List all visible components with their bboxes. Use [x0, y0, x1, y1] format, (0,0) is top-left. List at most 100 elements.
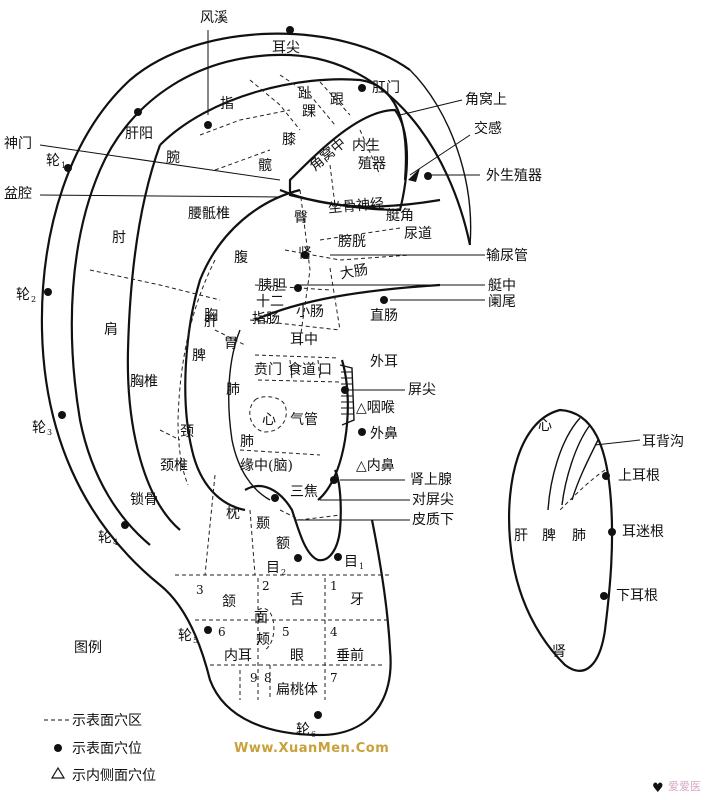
helix-outline: [40, 32, 411, 737]
label-pangguang: 膀胱: [338, 233, 366, 250]
label-lun6: 轮: [296, 722, 310, 738]
zone-lines: [89, 74, 411, 700]
label-num7: 7: [330, 671, 338, 685]
jiaogan-arrow-icon: [408, 168, 420, 182]
label-e: 额: [276, 536, 290, 552]
back-ear-leader: [594, 439, 641, 446]
antitragus: [244, 469, 342, 562]
label-xin: 心: [262, 412, 276, 428]
label-nie: 颞: [256, 516, 270, 532]
brand-logo: ♥ 爱爱医: [652, 780, 701, 796]
label-dachang: 大肠: [339, 262, 369, 283]
label-erzhong: 耳中: [290, 332, 318, 348]
label-jiaowozhong: 角窝中: [306, 134, 349, 174]
label-waibi: 外鼻: [370, 425, 398, 442]
back-label-xin: 心: [538, 418, 552, 434]
label-mu1-sub: 1: [359, 562, 364, 571]
triangular-fossa: [288, 108, 409, 212]
front-labels: 风溪 耳尖 肛门 角窝上 交感 外生殖器 神门 盆腔 肝阳 轮 1 轮 2 轮 …: [4, 10, 542, 739]
label-lun1: 轮: [46, 153, 60, 169]
inferior-crus: [279, 188, 441, 208]
dot-xiaergen: [600, 592, 608, 600]
label-zhichang: 直肠: [370, 307, 398, 324]
label-neishengzhiqi-1: 内生: [352, 138, 380, 154]
back-ear-groove-2: [561, 424, 591, 506]
label-kuan: 髋: [258, 157, 272, 174]
label-shierzhichang-1: 十二: [256, 294, 284, 310]
label-neier: 内耳: [224, 648, 252, 664]
label-mu2-sub: 2: [281, 568, 286, 577]
label-zhi-finger: 指: [220, 96, 234, 112]
label-wei: 胃: [224, 336, 238, 352]
legend: 示表面穴区 示表面穴位 示内侧面穴位: [44, 713, 156, 784]
label-chuiqian: 垂前: [336, 647, 364, 664]
label-gangmen: 肛门: [372, 80, 400, 96]
label-sanjiao: 三焦: [290, 484, 318, 500]
legend-inner-text: 示内侧面穴位: [72, 768, 156, 784]
back-ear-view: 耳背沟 心 上耳根 耳迷根 肝 脾 肺 下耳根 肾: [508, 408, 684, 672]
label-num2: 2: [262, 579, 270, 593]
watermark: Www.XuanMen.Com: [234, 741, 389, 756]
label-lun4-sub: 4: [113, 538, 118, 547]
label-shuniaoguan: 输尿管: [486, 248, 528, 264]
label-zhou: 肘: [112, 230, 126, 246]
back-label-fei: 肺: [572, 528, 586, 544]
label-fengxi: 风溪: [200, 10, 228, 26]
tragus-edge: [339, 364, 355, 426]
back-ear-outline: [508, 408, 614, 672]
label-gen: 跟: [330, 92, 344, 108]
leader-lines: [39, 30, 485, 521]
label-niaodao: 尿道: [404, 226, 432, 242]
label-fei1: 肺: [226, 382, 240, 398]
label-she: 舌: [290, 592, 304, 608]
label-jiaowoshang: 角窝上: [465, 91, 507, 108]
label-shenshangxian: 肾上腺: [410, 472, 452, 488]
label-zhen: 枕: [226, 506, 240, 522]
label-neibi: △内鼻: [356, 457, 395, 474]
dot-shangergen: [602, 472, 610, 480]
back-label-shangergen: 上耳根: [618, 468, 660, 484]
label-jingzhui: 颈椎: [160, 458, 188, 474]
label-fei2: 肺: [240, 434, 254, 450]
label-tun: 臀: [294, 210, 308, 226]
legend-point-text: 示表面穴位: [72, 741, 142, 757]
label-biantaoti: 扁桃体: [276, 682, 318, 698]
label-lanwei: 阑尾: [488, 294, 516, 310]
back-ear-groove-3: [571, 439, 599, 501]
label-num9: 9: [250, 671, 258, 685]
label-lun4: 轮: [98, 530, 112, 546]
label-waishengzhiqi: 外生殖器: [486, 167, 542, 184]
back-label-shen: 肾: [552, 644, 566, 660]
label-erjian: 耳尖: [272, 40, 300, 56]
label-kou: 口: [318, 362, 332, 378]
label-num3: 3: [196, 583, 204, 597]
label-xiong: 胸: [204, 308, 218, 324]
label-xiongzhui: 胸椎: [130, 374, 158, 390]
legend-dot-icon: [54, 744, 62, 752]
label-ya: 牙: [350, 592, 364, 608]
acupoint-dots: [44, 26, 432, 719]
back-label-erbeigou: 耳背沟: [642, 434, 684, 450]
label-yuanzhong: 缘中(脑): [240, 458, 293, 474]
label-wan: 腕: [166, 150, 180, 166]
label-shierzhichang-2: 指肠: [252, 311, 280, 327]
label-num4: 4: [330, 625, 338, 639]
label-he: 颔: [222, 594, 236, 610]
brand-text: 爱爱医: [668, 780, 701, 793]
label-num6: 6: [218, 625, 226, 639]
label-jia: 颊: [256, 632, 270, 648]
label-xiaochang: 小肠: [296, 304, 324, 320]
label-duipingjian: 对屏尖: [412, 492, 454, 508]
label-zhi-toe: 趾: [298, 86, 312, 102]
brand-heart-icon: ♥: [652, 781, 664, 796]
back-ear-groove-1: [547, 417, 581, 511]
back-label-pi: 脾: [542, 528, 556, 544]
label-lun3: 轮: [32, 420, 46, 436]
label-num1: 1: [330, 579, 338, 593]
back-label-gan: 肝: [514, 528, 528, 544]
legend-triangle-icon: [50, 766, 66, 779]
label-qiguan: 气管: [290, 412, 318, 428]
label-jian: 肩: [104, 322, 118, 338]
label-pizhixia: 皮质下: [412, 512, 454, 528]
